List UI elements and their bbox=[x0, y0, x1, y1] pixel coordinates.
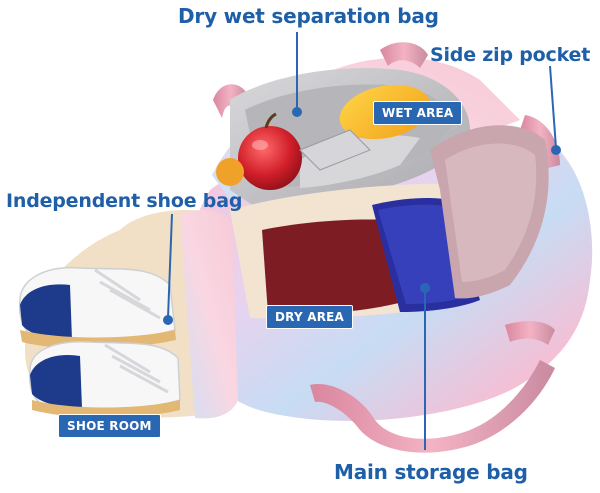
tag-shoe-room: SHOE ROOM bbox=[58, 414, 161, 438]
bottom-handles bbox=[310, 321, 555, 453]
tag-dry-area: DRY AREA bbox=[266, 305, 354, 329]
shoe-compartment bbox=[18, 209, 238, 419]
callout-independent-shoe-bag: Independent shoe bag bbox=[6, 190, 243, 212]
side-pocket bbox=[430, 125, 549, 299]
tag-wet-area: WET AREA bbox=[373, 101, 463, 125]
callout-dry-wet-separation-bag: Dry wet separation bag bbox=[178, 4, 439, 28]
callout-side-zip-pocket: Side zip pocket bbox=[430, 44, 591, 66]
pointer-lines bbox=[163, 32, 561, 450]
callout-main-storage-bag: Main storage bag bbox=[334, 460, 528, 484]
